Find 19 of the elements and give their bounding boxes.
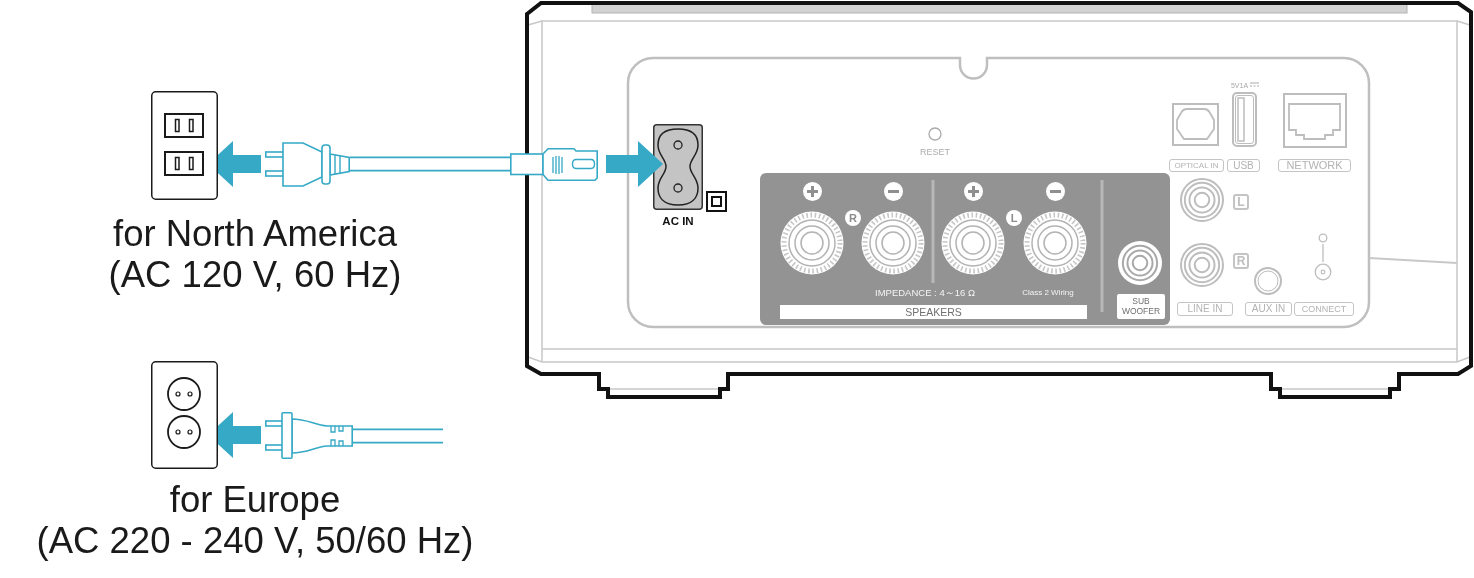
section-label: SPEAKERS [780,305,1087,319]
port-label: LINE IN [1177,302,1233,316]
channel-label: R [1233,253,1249,269]
port-label: CONNECT [1294,302,1354,316]
port-label: OPTICAL IN [1169,159,1224,172]
port-label: SUB WOOFER [1117,294,1165,319]
port-label: AUX IN [1245,302,1292,316]
port-label: AC IN [661,214,695,229]
channel-label: L [1233,194,1249,210]
arrow [606,141,663,187]
power-cord [349,156,511,172]
panel-text: Class 2 Wiring [1021,287,1075,299]
panel-text: IMPEDANCE : 4～16 Ω [874,287,976,299]
power-cord [352,428,444,444]
port-label: NETWORK [1278,159,1351,172]
outlet-caption: for North America (AC 120 V, 60 Hz) [108,213,402,295]
outlet-caption: for Europe (AC 220 - 240 V, 50/60 Hz) [36,479,474,561]
port-label: USB [1227,159,1260,172]
panel-text: RESET [919,146,951,158]
